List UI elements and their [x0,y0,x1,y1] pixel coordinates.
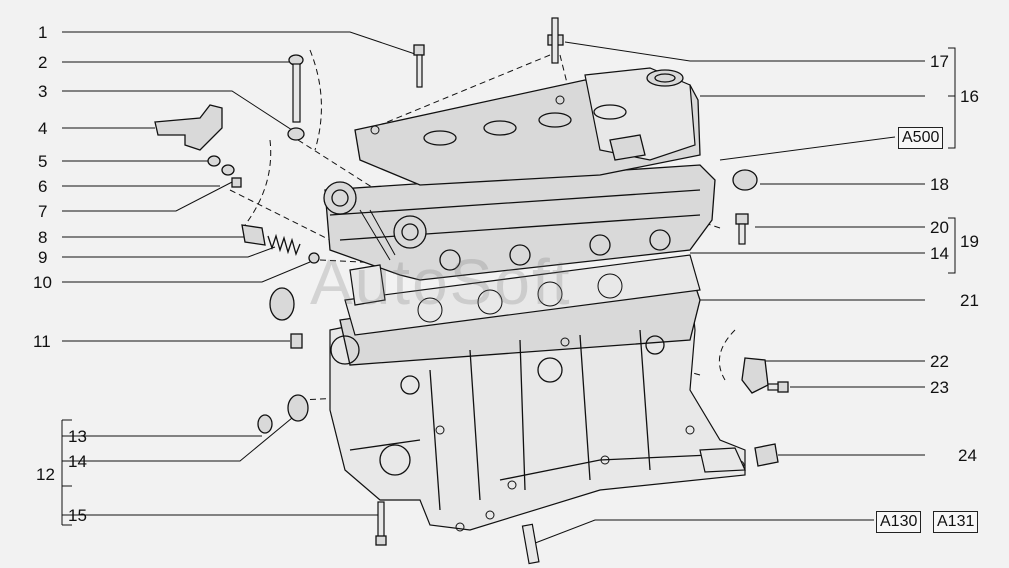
label-19: 19 [960,232,979,251]
label-20: 20 [930,218,949,237]
label-16: 16 [960,87,979,106]
small-parts [154,17,789,565]
label-22: 22 [930,352,949,371]
label-4: 4 [38,119,48,138]
label-8: 8 [38,228,48,247]
cylinder-head [323,164,716,306]
label-17: 17 [930,52,949,71]
label-13: 13 [68,427,87,446]
label-5: 5 [38,152,48,171]
ref-code-a131[interactable]: A131 [933,511,979,533]
label-18: 18 [930,175,949,194]
label-10: 10 [33,273,52,292]
leader-lines [61,31,956,546]
watermark: AutoSoft [310,246,572,318]
label-2: 2 [38,53,48,72]
label-11: 11 [33,332,51,351]
label-23: 23 [930,378,949,397]
label-14-left: 14 [68,452,87,471]
ref-code-a500[interactable]: A500 [898,127,944,149]
label-9: 9 [38,248,48,267]
ref-code-a130[interactable]: A130 [876,511,922,533]
label-15: 15 [68,506,87,525]
label-24: 24 [958,446,977,465]
label-12: 12 [36,465,55,484]
valve-cover [354,67,701,186]
label-14-right: 14 [930,244,949,263]
label-7: 7 [38,202,48,221]
label-6: 6 [38,177,48,196]
label-3: 3 [38,82,48,101]
label-21: 21 [960,291,979,310]
label-1: 1 [38,23,48,42]
head-gasket [344,254,701,336]
